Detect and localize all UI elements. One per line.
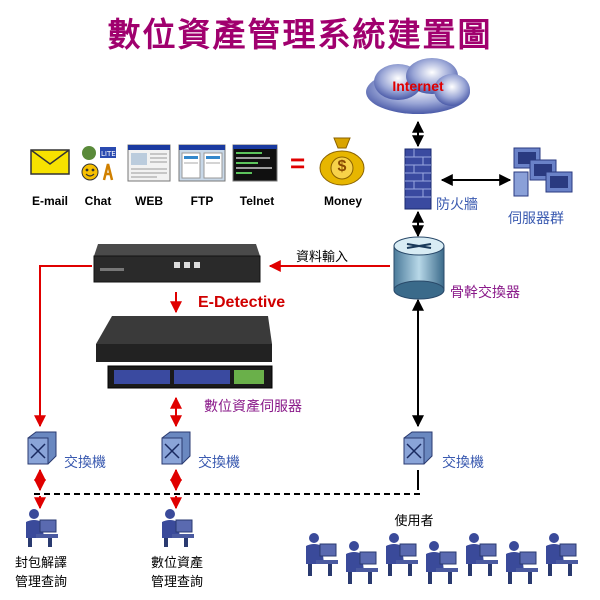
asset-station-label: 數位資產 管理查詢 bbox=[138, 554, 216, 592]
users-label: 使用者 bbox=[394, 514, 434, 529]
asset-label-line2: 管理查詢 bbox=[150, 575, 203, 590]
email-icon bbox=[30, 148, 70, 176]
label-ftp: FTP bbox=[190, 194, 214, 208]
edetective-label: E-Detective bbox=[198, 294, 286, 311]
data-input-label: 資料輸入 bbox=[296, 250, 349, 265]
decode-station-label: 封包解譯 管理查詢 bbox=[2, 554, 80, 592]
user-icon-1 bbox=[306, 533, 338, 576]
internet-label: Internet bbox=[392, 78, 444, 94]
workstation-asset bbox=[158, 508, 194, 548]
link-ed-switch1 bbox=[34, 265, 92, 428]
server-group-label: 伺服器群 bbox=[508, 211, 564, 227]
label-telnet: Telnet bbox=[239, 194, 275, 208]
edetective-appliance bbox=[92, 242, 262, 294]
switch-label-3: 交換機 bbox=[442, 455, 484, 471]
core-switch-icon bbox=[392, 236, 446, 300]
firewall-label: 防火牆 bbox=[436, 197, 478, 213]
user-workstations bbox=[302, 530, 582, 586]
svg-text:LITE: LITE bbox=[101, 150, 116, 158]
digital-asset-server bbox=[88, 314, 274, 394]
switch-icon-1 bbox=[26, 430, 58, 466]
web-icon bbox=[127, 144, 171, 182]
chat-icon: LITE bbox=[80, 144, 118, 184]
diagram-title: 數位資產管理系統建置圖 bbox=[107, 15, 493, 54]
label-email: E-mail bbox=[31, 194, 68, 208]
label-money: Money bbox=[323, 194, 362, 208]
equals-sign: = bbox=[290, 148, 306, 178]
ftp-icon bbox=[178, 144, 226, 182]
workstation-decode bbox=[22, 508, 58, 548]
user-icon-3 bbox=[386, 533, 418, 576]
firewall-icon bbox=[404, 148, 432, 210]
user-icon-4 bbox=[426, 541, 458, 584]
money-bag-icon: $ bbox=[318, 134, 366, 186]
label-web: WEB bbox=[135, 194, 163, 208]
switch-label-1: 交換機 bbox=[64, 455, 106, 471]
user-icon-7 bbox=[546, 533, 578, 576]
switch-icon-2 bbox=[160, 430, 192, 466]
internet-cloud: Internet bbox=[362, 56, 474, 118]
user-icon-6 bbox=[506, 541, 538, 584]
user-icon-5 bbox=[466, 533, 498, 576]
decode-label-line2: 管理查詢 bbox=[14, 575, 67, 590]
server-group-icon bbox=[512, 146, 576, 198]
user-icon-2 bbox=[346, 541, 378, 584]
switch-icon-3 bbox=[402, 430, 434, 466]
decode-label-line1: 封包解譯 bbox=[14, 556, 67, 571]
switch-label-2: 交換機 bbox=[198, 455, 240, 471]
cloud-icon bbox=[366, 58, 470, 114]
money-symbol: $ bbox=[337, 158, 347, 175]
telnet-icon bbox=[232, 144, 278, 182]
digital-server-label: 數位資產伺服器 bbox=[204, 399, 302, 415]
asset-label-line1: 數位資產 bbox=[150, 556, 203, 571]
label-chat: Chat bbox=[84, 194, 112, 208]
core-switch-label: 骨幹交換器 bbox=[450, 285, 520, 301]
